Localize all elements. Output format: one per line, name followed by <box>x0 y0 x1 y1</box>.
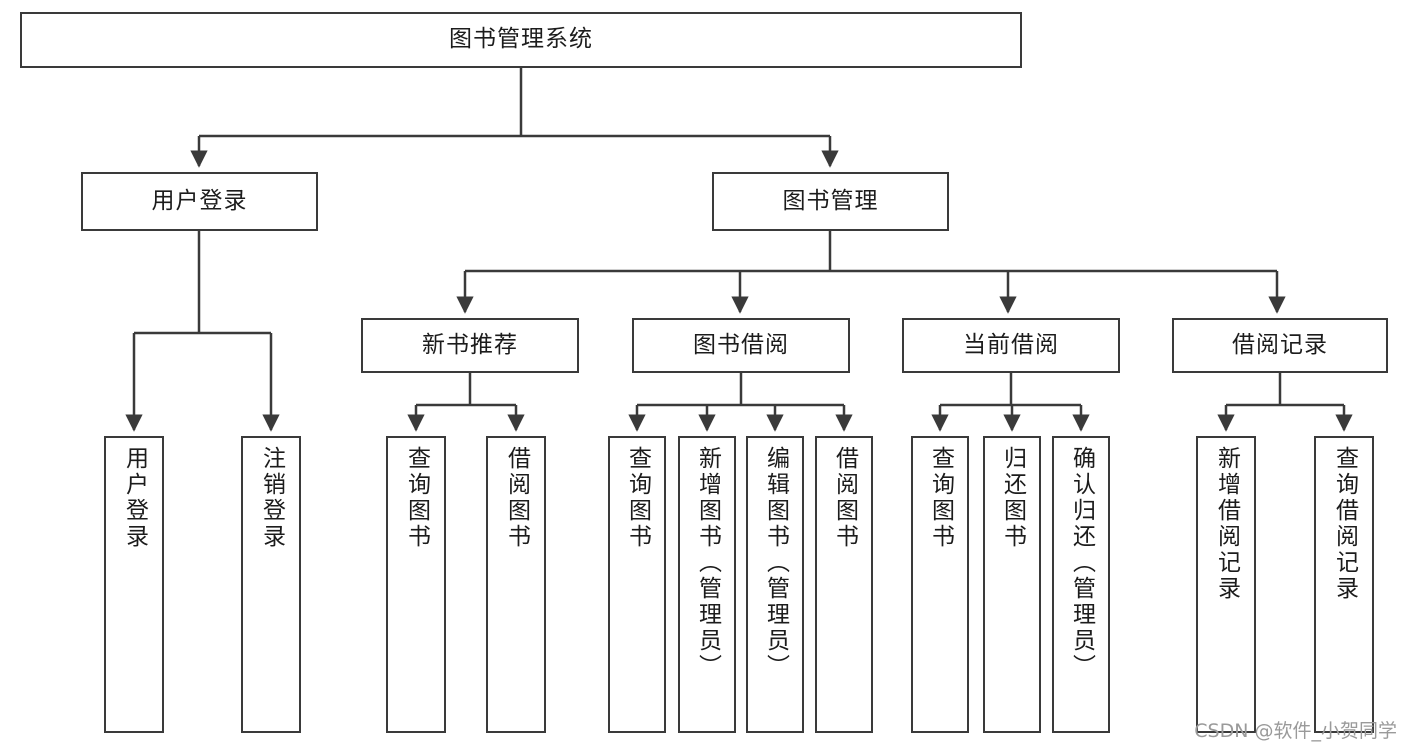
node-leaf-return-book[interactable]: 归还图书 <box>983 436 1041 733</box>
node-leaf-confirm-return[interactable]: 确认归还（管理员） <box>1052 436 1110 733</box>
node-leaf-borrow-book-1-label: 借阅图书 <box>503 446 530 550</box>
node-leaf-edit-book-label: 编辑图书（管理员） <box>762 446 789 680</box>
node-leaf-user-login-label: 用户登录 <box>121 446 148 550</box>
node-leaf-query-book-2-label: 查询图书 <box>624 446 651 550</box>
node-current-borrow-label: 当前借阅 <box>963 331 1059 358</box>
node-leaf-query-book-1-label: 查询图书 <box>403 446 430 550</box>
node-root[interactable]: 图书管理系统 <box>20 12 1022 68</box>
node-user-login-label: 用户登录 <box>151 187 248 214</box>
node-leaf-borrow-book-2[interactable]: 借阅图书 <box>815 436 873 733</box>
node-leaf-add-book[interactable]: 新增图书（管理员） <box>678 436 736 733</box>
node-leaf-add-borrow-record[interactable]: 新增借阅记录 <box>1196 436 1256 733</box>
csdn-watermark: CSDN @软件_小贺同学 <box>1194 720 1397 742</box>
node-root-label: 图书管理系统 <box>449 26 593 53</box>
node-leaf-borrow-book-1[interactable]: 借阅图书 <box>486 436 546 733</box>
node-new-book-recommend-label: 新书推荐 <box>422 331 518 358</box>
node-leaf-query-book-1[interactable]: 查询图书 <box>386 436 446 733</box>
node-book-borrow[interactable]: 图书借阅 <box>632 318 850 373</box>
node-leaf-return-book-label: 归还图书 <box>999 446 1026 550</box>
node-leaf-confirm-return-label: 确认归还（管理员） <box>1068 446 1095 680</box>
node-leaf-borrow-book-2-label: 借阅图书 <box>831 446 858 550</box>
node-leaf-user-login[interactable]: 用户登录 <box>104 436 164 733</box>
node-leaf-query-borrow-record-label: 查询借阅记录 <box>1331 446 1358 602</box>
node-leaf-add-borrow-record-label: 新增借阅记录 <box>1213 446 1240 602</box>
node-user-login[interactable]: 用户登录 <box>81 172 318 231</box>
node-leaf-logout-label: 注销登录 <box>258 446 285 550</box>
node-leaf-logout[interactable]: 注销登录 <box>241 436 301 733</box>
node-leaf-query-book-3-label: 查询图书 <box>927 446 954 550</box>
node-leaf-query-book-3[interactable]: 查询图书 <box>911 436 969 733</box>
node-leaf-add-book-label: 新增图书（管理员） <box>694 446 721 680</box>
node-book-manage[interactable]: 图书管理 <box>712 172 949 231</box>
node-leaf-query-borrow-record[interactable]: 查询借阅记录 <box>1314 436 1374 733</box>
node-borrow-record[interactable]: 借阅记录 <box>1172 318 1388 373</box>
node-book-manage-label: 图书管理 <box>782 187 879 214</box>
node-new-book-recommend[interactable]: 新书推荐 <box>361 318 579 373</box>
node-leaf-query-book-2[interactable]: 查询图书 <box>608 436 666 733</box>
node-leaf-edit-book[interactable]: 编辑图书（管理员） <box>746 436 804 733</box>
node-borrow-record-label: 借阅记录 <box>1232 331 1328 358</box>
node-book-borrow-label: 图书借阅 <box>693 331 789 358</box>
node-current-borrow[interactable]: 当前借阅 <box>902 318 1120 373</box>
